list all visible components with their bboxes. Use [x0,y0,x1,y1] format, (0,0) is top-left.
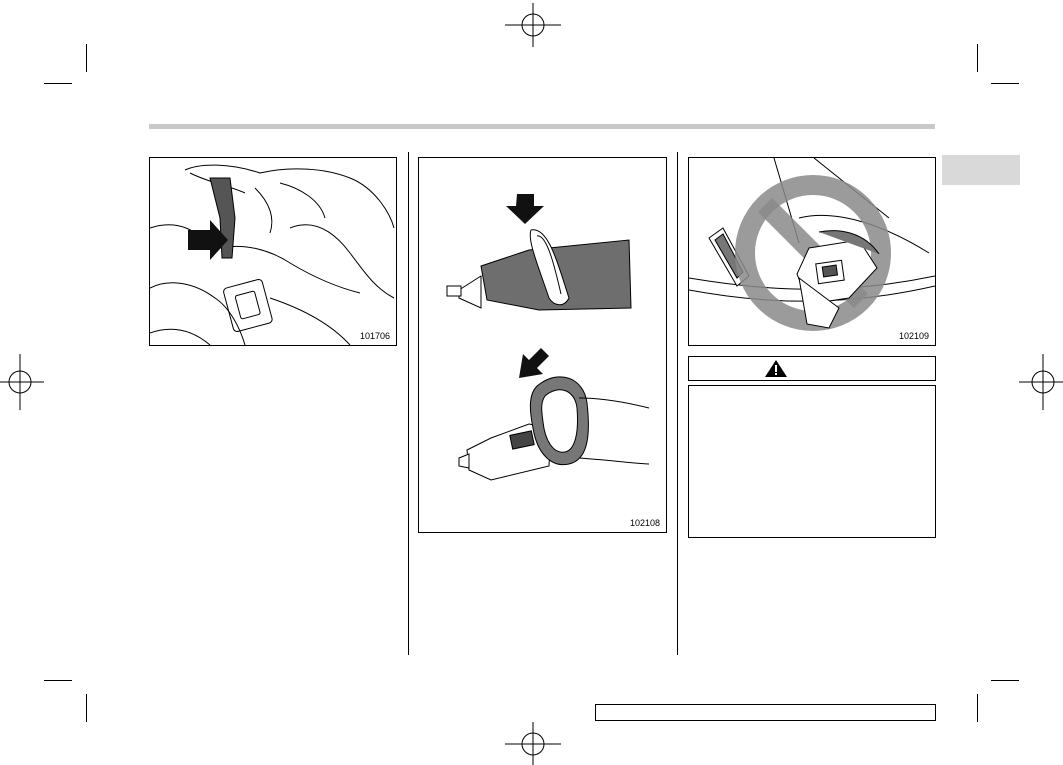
crop-mark-top-left-h [44,83,72,84]
warning-header [688,356,936,381]
figure-number: 102109 [898,331,929,341]
figure-middle: 102108 [418,157,667,533]
incorrect-buckle-illustration [689,158,935,331]
column-divider-2 [677,152,678,655]
crop-mark-top-right-v [977,44,978,72]
crop-mark-top-left-v [86,44,87,72]
crosshair-circle-icon [505,722,561,765]
warning-box [688,385,936,538]
crosshair-circle-icon [1019,354,1063,410]
figure-number: 101706 [359,331,390,341]
crop-mark-bottom-right-v [977,694,978,722]
figure-right: 102109 [688,157,936,346]
column-divider-1 [408,152,409,655]
crosshair-circle-icon [505,3,561,47]
footer-page-box [595,704,936,721]
figure-left: 101706 [149,157,397,346]
figure-number: 102108 [629,518,660,528]
seatbelt-release-illustration [150,164,395,345]
crop-mark-bottom-right-h [991,680,1019,681]
crop-mark-bottom-left-h [44,680,72,681]
seatbelt-tongue-illustration [446,194,650,481]
warning-triangle-icon [765,360,787,377]
section-tab [942,155,1020,185]
crosshair-circle-icon [0,354,44,410]
header-rule [149,124,935,129]
crop-mark-bottom-left-v [86,694,87,722]
crop-mark-top-right-h [991,83,1019,84]
